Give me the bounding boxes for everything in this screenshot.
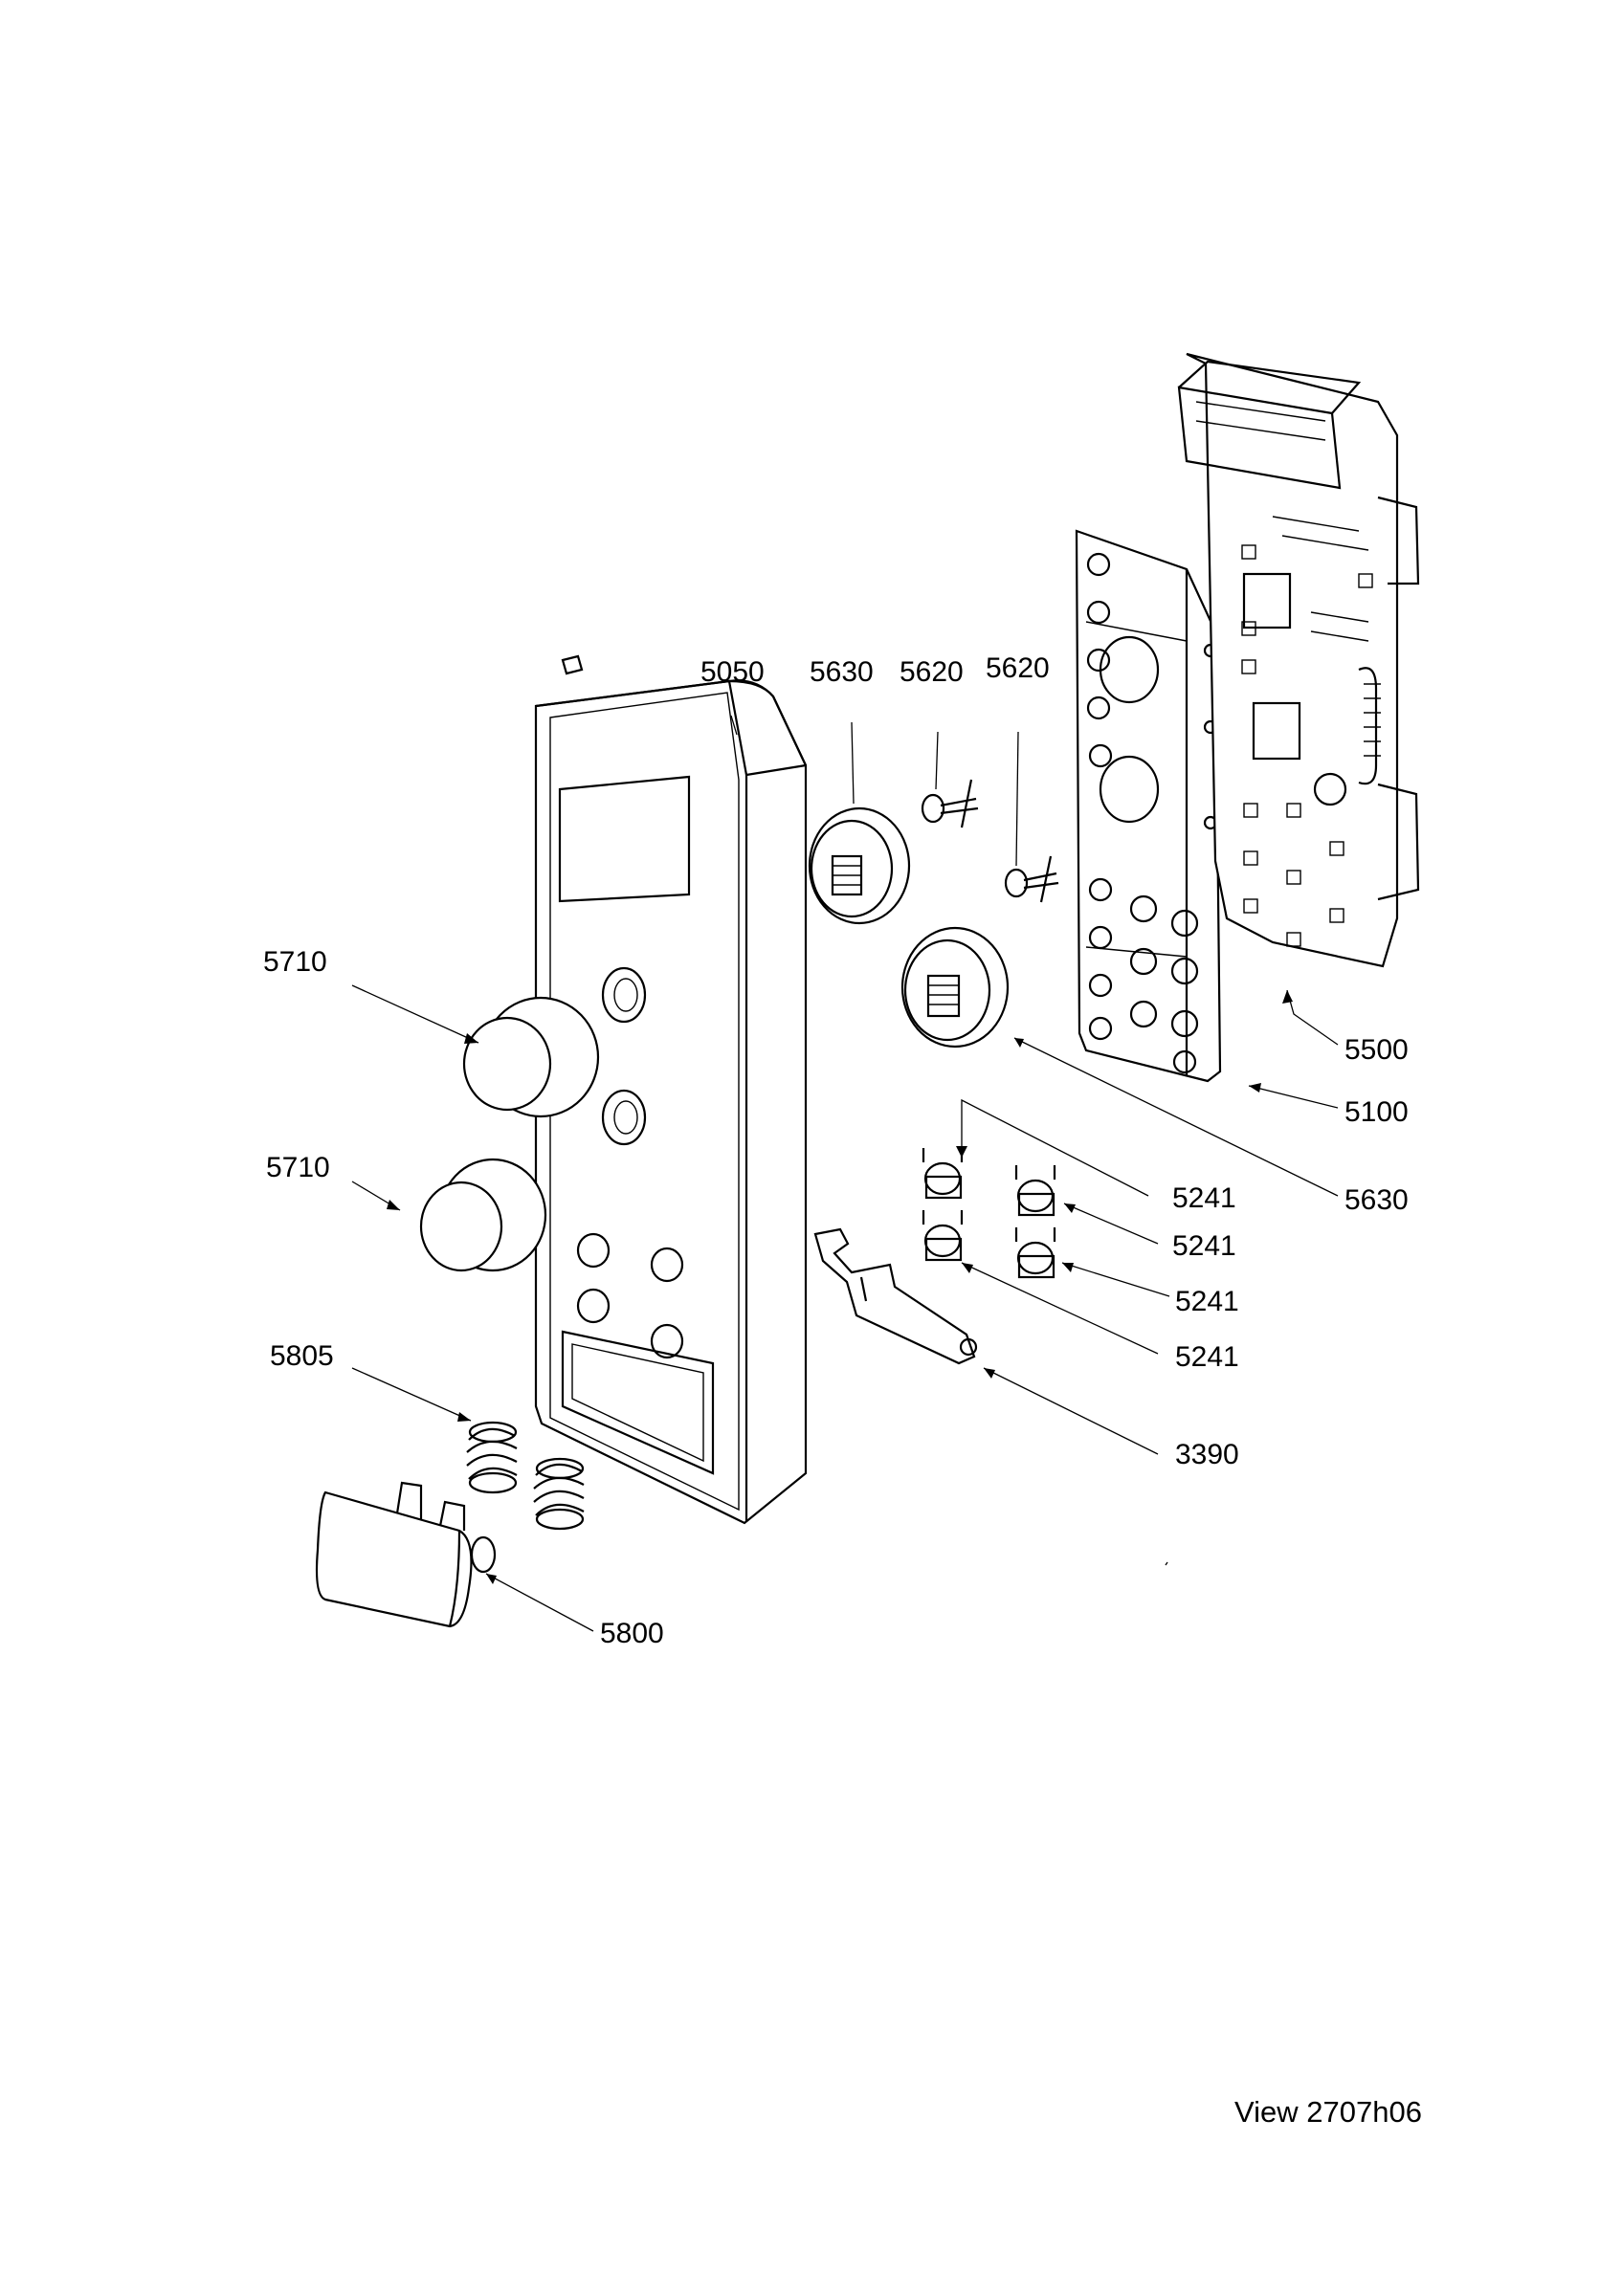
label-5050: 5050 bbox=[700, 656, 765, 688]
view-label: View 2707h06 bbox=[1234, 2095, 1422, 2129]
micro-switch-4 bbox=[1014, 1227, 1056, 1279]
label-5805: 5805 bbox=[270, 1340, 334, 1372]
label-5241-1: 5241 bbox=[1172, 1182, 1236, 1214]
encoder-clip-b bbox=[1004, 855, 1059, 903]
door-release-button bbox=[315, 1481, 497, 1628]
door-opening-lever bbox=[813, 1227, 978, 1365]
micro-switch-2 bbox=[1014, 1165, 1056, 1217]
selector-knob-lower bbox=[419, 1158, 547, 1272]
label-5800: 5800 bbox=[600, 1618, 664, 1649]
micro-switch-3 bbox=[922, 1210, 964, 1262]
label-3390: 3390 bbox=[1175, 1439, 1239, 1470]
label-5500: 5500 bbox=[1344, 1034, 1409, 1066]
label-5620-b: 5620 bbox=[986, 652, 1050, 684]
encoder-disc-upper bbox=[808, 806, 911, 925]
control-pcb bbox=[1177, 352, 1420, 968]
label-5710-upper: 5710 bbox=[263, 946, 327, 978]
label-5620-a: 5620 bbox=[900, 656, 964, 688]
leader-lines bbox=[351, 715, 1339, 1632]
label-5241-3: 5241 bbox=[1175, 1286, 1239, 1317]
keypad-membrane bbox=[1075, 529, 1222, 1083]
encoder-disc-lower bbox=[900, 926, 1010, 1049]
control-panel-front bbox=[534, 654, 808, 1525]
label-5630-upper: 5630 bbox=[810, 656, 874, 688]
micro-switch-1 bbox=[922, 1148, 964, 1200]
selector-knob-upper bbox=[462, 996, 600, 1118]
label-5100: 5100 bbox=[1344, 1096, 1409, 1128]
door-button-springs bbox=[466, 1421, 585, 1531]
encoder-clip-a bbox=[921, 779, 979, 828]
label-5241-2: 5241 bbox=[1172, 1230, 1236, 1262]
label-5630-lower: 5630 bbox=[1344, 1184, 1409, 1216]
label-5710-lower: 5710 bbox=[266, 1152, 330, 1183]
label-5241-4: 5241 bbox=[1175, 1341, 1239, 1373]
part-number-labels: 5050 5630 5620 5620 5710 5710 5500 5100 … bbox=[263, 652, 1409, 1649]
